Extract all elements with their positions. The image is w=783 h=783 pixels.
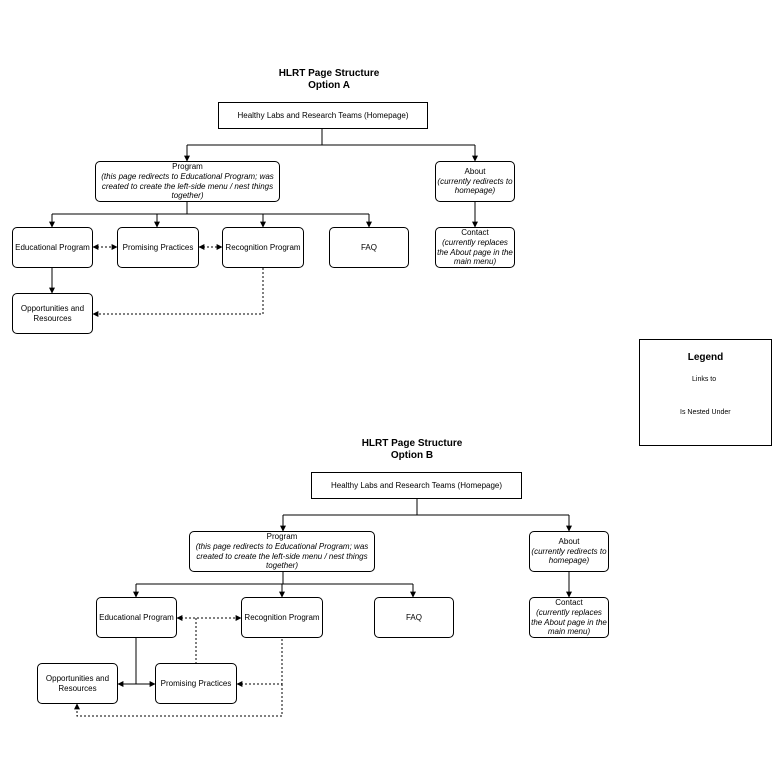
- a-node-about[interactable]: About (currently redirects to homepage): [435, 161, 515, 202]
- b-link-rp-opps: [74, 684, 283, 717]
- b-node-program-label: Program: [266, 532, 298, 542]
- b-node-recognition-program[interactable]: Recognition Program: [241, 597, 323, 638]
- option-b-title-line2: Option B: [390, 450, 434, 461]
- a-node-program[interactable]: Program (this page redirects to Educatio…: [95, 161, 280, 202]
- b-edge-program-trunk: [136, 571, 413, 585]
- b-node-faq-label: FAQ: [405, 612, 422, 622]
- b-node-program[interactable]: Program (this page redirects to Educatio…: [189, 531, 375, 572]
- b-node-contact-label: Contact: [555, 598, 583, 608]
- a-edge-home-trunk: [187, 129, 475, 146]
- b-node-promising-practices[interactable]: Promising Practices: [155, 663, 237, 704]
- legend-nested-label: Is Nested Under: [679, 409, 732, 417]
- legend-title: Legend: [687, 352, 724, 363]
- legend-links-label: Links to: [691, 376, 718, 384]
- a-node-faq-label: FAQ: [360, 242, 377, 252]
- a-node-educational-program[interactable]: Educational Program: [12, 227, 93, 268]
- b-node-opportunities[interactable]: Opportunities and Resources: [37, 663, 118, 704]
- a-node-recognition-program[interactable]: Recognition Program: [222, 227, 304, 268]
- a-edge-program-trunk: [52, 201, 369, 215]
- a-node-opportunities[interactable]: Opportunities and Resources: [12, 293, 93, 334]
- b-node-about-label: About: [558, 537, 580, 547]
- a-node-educational-program-label: Educational Program: [15, 242, 90, 252]
- a-node-faq[interactable]: FAQ: [329, 227, 409, 268]
- b-node-about[interactable]: About (currently redirects to homepage): [529, 531, 609, 572]
- b-node-educational-program[interactable]: Educational Program: [96, 597, 177, 638]
- legend-panel: Legend: [639, 339, 772, 446]
- a-node-homepage-label: Healthy Labs and Research Teams (Homepag…: [237, 110, 409, 120]
- option-b-title-line1: HLRT Page Structure: [361, 438, 463, 449]
- b-node-promising-practices-label: Promising Practices: [160, 678, 232, 688]
- b-link-rp-pp: [236, 639, 283, 687]
- b-node-homepage-label: Healthy Labs and Research Teams (Homepag…: [330, 480, 503, 490]
- a-node-homepage[interactable]: Healthy Labs and Research Teams (Homepag…: [218, 102, 428, 129]
- a-node-promising-practices[interactable]: Promising Practices: [117, 227, 199, 268]
- a-node-contact[interactable]: Contact (currently replaces the About pa…: [435, 227, 515, 268]
- a-node-program-label: Program: [172, 162, 203, 172]
- option-b-title: HLRT Page Structure Option B: [312, 438, 512, 462]
- b-node-about-note: (currently redirects to homepage): [531, 546, 607, 566]
- a-node-about-label: About: [464, 167, 486, 177]
- b-node-contact[interactable]: Contact (currently replaces the About pa…: [529, 597, 609, 638]
- b-edge-edu-opps: [117, 638, 137, 687]
- option-a-title-line1: HLRT Page Structure: [278, 68, 380, 79]
- b-edge-home-trunk: [283, 498, 569, 516]
- b-node-recognition-program-label: Recognition Program: [244, 612, 320, 622]
- a-node-opportunities-label: Opportunities and Resources: [20, 303, 85, 323]
- a-node-recognition-program-label: Recognition Program: [225, 242, 301, 252]
- b-node-faq[interactable]: FAQ: [374, 597, 454, 638]
- b-node-program-note: (this page redirects to Educational Prog…: [195, 541, 369, 571]
- a-node-contact-note: (currently replaces the About page in th…: [437, 237, 513, 267]
- a-node-promising-practices-label: Promising Practices: [122, 242, 194, 252]
- a-node-about-note: (currently redirects to homepage): [437, 176, 513, 196]
- option-a-title-line2: Option A: [308, 80, 350, 91]
- a-node-contact-label: Contact: [461, 228, 489, 238]
- a-link-rp-opps: [92, 268, 264, 317]
- b-node-homepage[interactable]: Healthy Labs and Research Teams (Homepag…: [311, 472, 522, 499]
- b-node-contact-note: (currently replaces the About page in th…: [531, 607, 607, 637]
- a-node-program-note: (this page redirects to Educational Prog…: [101, 171, 274, 201]
- b-node-educational-program-label: Educational Program: [99, 612, 174, 622]
- option-a-title: HLRT Page Structure Option A: [229, 68, 429, 92]
- b-node-opportunities-label: Opportunities and Resources: [45, 673, 110, 693]
